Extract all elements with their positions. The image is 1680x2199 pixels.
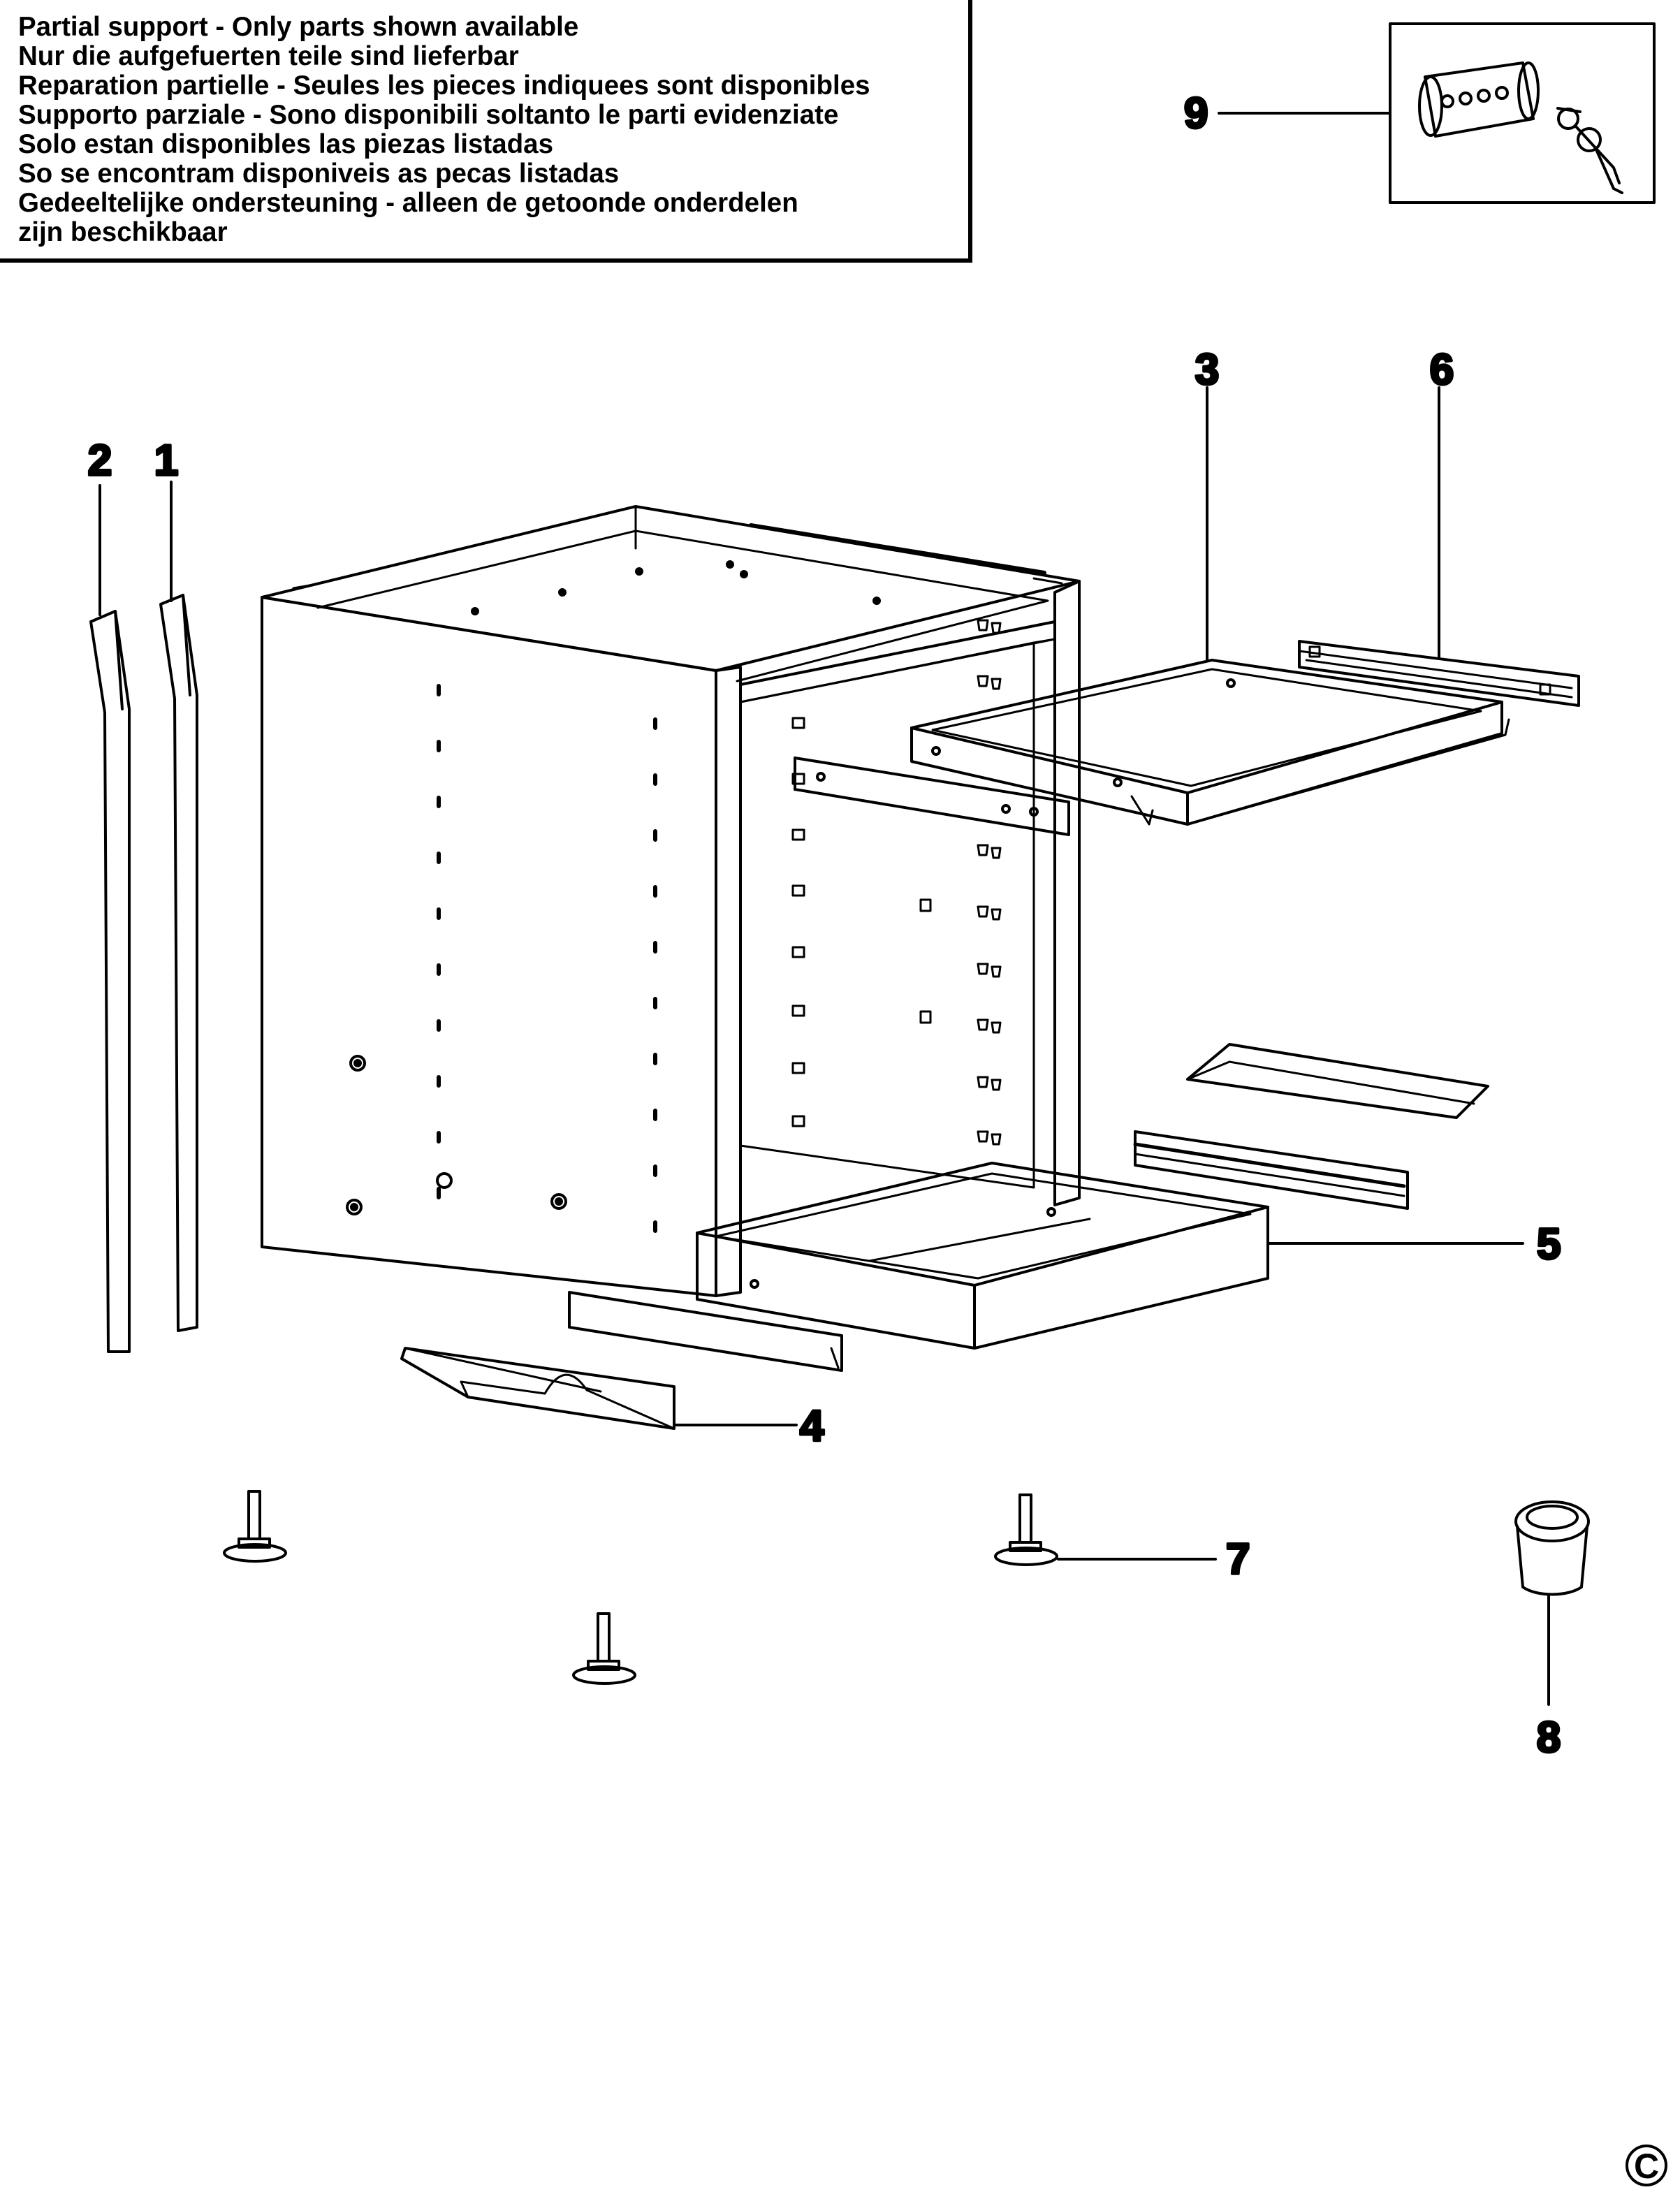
notice-line-nl-cont: zijn beschikbaar bbox=[18, 217, 228, 247]
levelling-foot-icon bbox=[223, 1490, 287, 1563]
notice-line-it: Supporto parziale - Sono disponibili sol… bbox=[18, 100, 839, 130]
part-9-lock-and-keys bbox=[1218, 22, 1656, 204]
notice-line-de: Nur die aufgefuerten teile sind lieferba… bbox=[18, 41, 519, 71]
inner-drawer-runner bbox=[794, 757, 1070, 836]
callout-3: 3 bbox=[1195, 346, 1219, 394]
callout-1: 1 bbox=[154, 437, 178, 485]
cabinet-front-post bbox=[715, 666, 742, 1297]
part-6-drawer-slide bbox=[1298, 386, 1580, 707]
callout-4: 4 bbox=[800, 1402, 824, 1450]
callout-5: 5 bbox=[1537, 1220, 1561, 1269]
keys-icon bbox=[1556, 107, 1623, 194]
part-8-castor-cup bbox=[1514, 1500, 1590, 1706]
spare-runner-channel bbox=[1186, 1043, 1489, 1119]
cabinet-right-post bbox=[1053, 580, 1081, 1206]
part-5-bottom-drawer bbox=[696, 1162, 1524, 1350]
spare-runner-rail bbox=[1133, 1130, 1409, 1210]
left-panel-slots bbox=[437, 684, 657, 1233]
notice-lines: Partial support - Only parts shown avail… bbox=[18, 13, 870, 247]
parts-availability-notice: Partial support - Only parts shown avail… bbox=[0, 0, 972, 263]
lock-barrel-icon bbox=[1418, 61, 1540, 138]
notice-line-es: Solo estan disponibles las piezas listad… bbox=[18, 129, 553, 159]
callout-2: 2 bbox=[88, 437, 112, 485]
inner-panel-holes bbox=[791, 619, 1002, 1146]
notice-line-fr: Reparation partielle - Seules les pieces… bbox=[18, 71, 870, 101]
callout-8: 8 bbox=[1537, 1714, 1561, 1762]
notice-line-en: Partial support - Only parts shown avail… bbox=[18, 12, 579, 42]
cabinet-left-panel bbox=[261, 596, 717, 1297]
levelling-foot-icon bbox=[994, 1493, 1058, 1566]
part-2-side-trim bbox=[89, 484, 131, 1353]
part-3-top-drawer bbox=[910, 386, 1510, 826]
part-4-plinth bbox=[400, 1291, 843, 1430]
cabinet-top bbox=[261, 505, 1081, 672]
levelling-foot-icon bbox=[572, 1612, 636, 1685]
cabinet-body bbox=[261, 505, 1081, 1297]
callout-9: 9 bbox=[1184, 89, 1208, 138]
notice-line-nl: Gedeeltelijke ondersteuning - alleen de … bbox=[18, 188, 798, 218]
notice-line-pt: So se encontram disponiveis as pecas lis… bbox=[18, 159, 620, 189]
callout-7: 7 bbox=[1226, 1535, 1250, 1584]
copyright-mark: C bbox=[1626, 2145, 1667, 2186]
part-1-side-trim bbox=[159, 481, 198, 1332]
part-7-levelling-feet bbox=[223, 1490, 1217, 1685]
callout-6: 6 bbox=[1430, 346, 1454, 394]
copyright-letter: C bbox=[1634, 2147, 1659, 2186]
